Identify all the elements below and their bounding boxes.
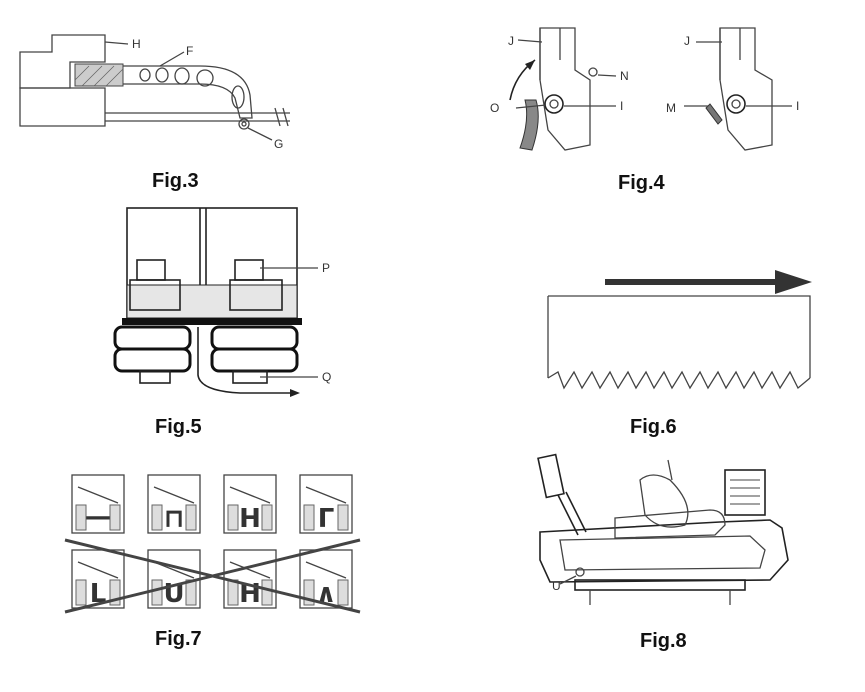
fig7-illustration: — ⊓ H Γ L U H ∧	[60, 470, 370, 620]
fig7-symbol-3: H	[239, 504, 261, 534]
fig3-label-g: G	[274, 137, 283, 151]
fig6-illustration	[540, 260, 830, 400]
fig4-drawing: J N O I J M I	[490, 27, 799, 151]
fig6-drawing	[547, 270, 812, 390]
fig3-label-h: H	[132, 37, 141, 51]
fig4-illustration: J N O I J M I	[480, 20, 820, 160]
fig8-illustration: U	[520, 450, 850, 615]
fig4-label-j-left: J	[508, 34, 514, 48]
fig3-illustration: H F G	[0, 0, 300, 165]
fig7-symbol-2: ⊓	[164, 504, 185, 534]
fig4-label-n: N	[620, 69, 629, 83]
fig4-label-j-right: J	[684, 34, 690, 48]
fig6-caption: Fig.6	[630, 416, 677, 438]
fig7-symbol-4: Γ	[318, 504, 335, 534]
fig8-caption: Fig.8	[640, 630, 687, 652]
fig5-illustration: P Q	[100, 205, 370, 405]
fig3-drawing: H F G	[19, 34, 290, 151]
fig7-cross-line-2	[64, 538, 361, 614]
fig3-label-f: F	[186, 44, 193, 58]
fig7-drawing: — ⊓ H Γ L U H ∧	[64, 474, 361, 614]
fig4-caption: Fig.4	[618, 172, 665, 194]
fig4-label-i-right: I	[796, 99, 799, 113]
fig8-label-u: U	[552, 579, 561, 593]
fig4-label-m: M	[666, 101, 676, 115]
fig7-symbol-1: —	[85, 502, 111, 532]
fig4-label-i-left: I	[620, 99, 623, 113]
fig4-label-o: O	[490, 101, 499, 115]
fig7-caption: Fig.7	[155, 628, 202, 650]
fig8-drawing: U	[537, 453, 789, 605]
fig7-grid: — ⊓ H Γ L U H ∧	[71, 474, 353, 609]
fig5-caption: Fig.5	[155, 416, 202, 438]
fig3-caption: Fig.3	[152, 170, 199, 192]
fig5-drawing: P Q	[113, 207, 331, 397]
fig5-label-q: Q	[322, 370, 331, 384]
fig5-label-p: P	[322, 261, 330, 275]
